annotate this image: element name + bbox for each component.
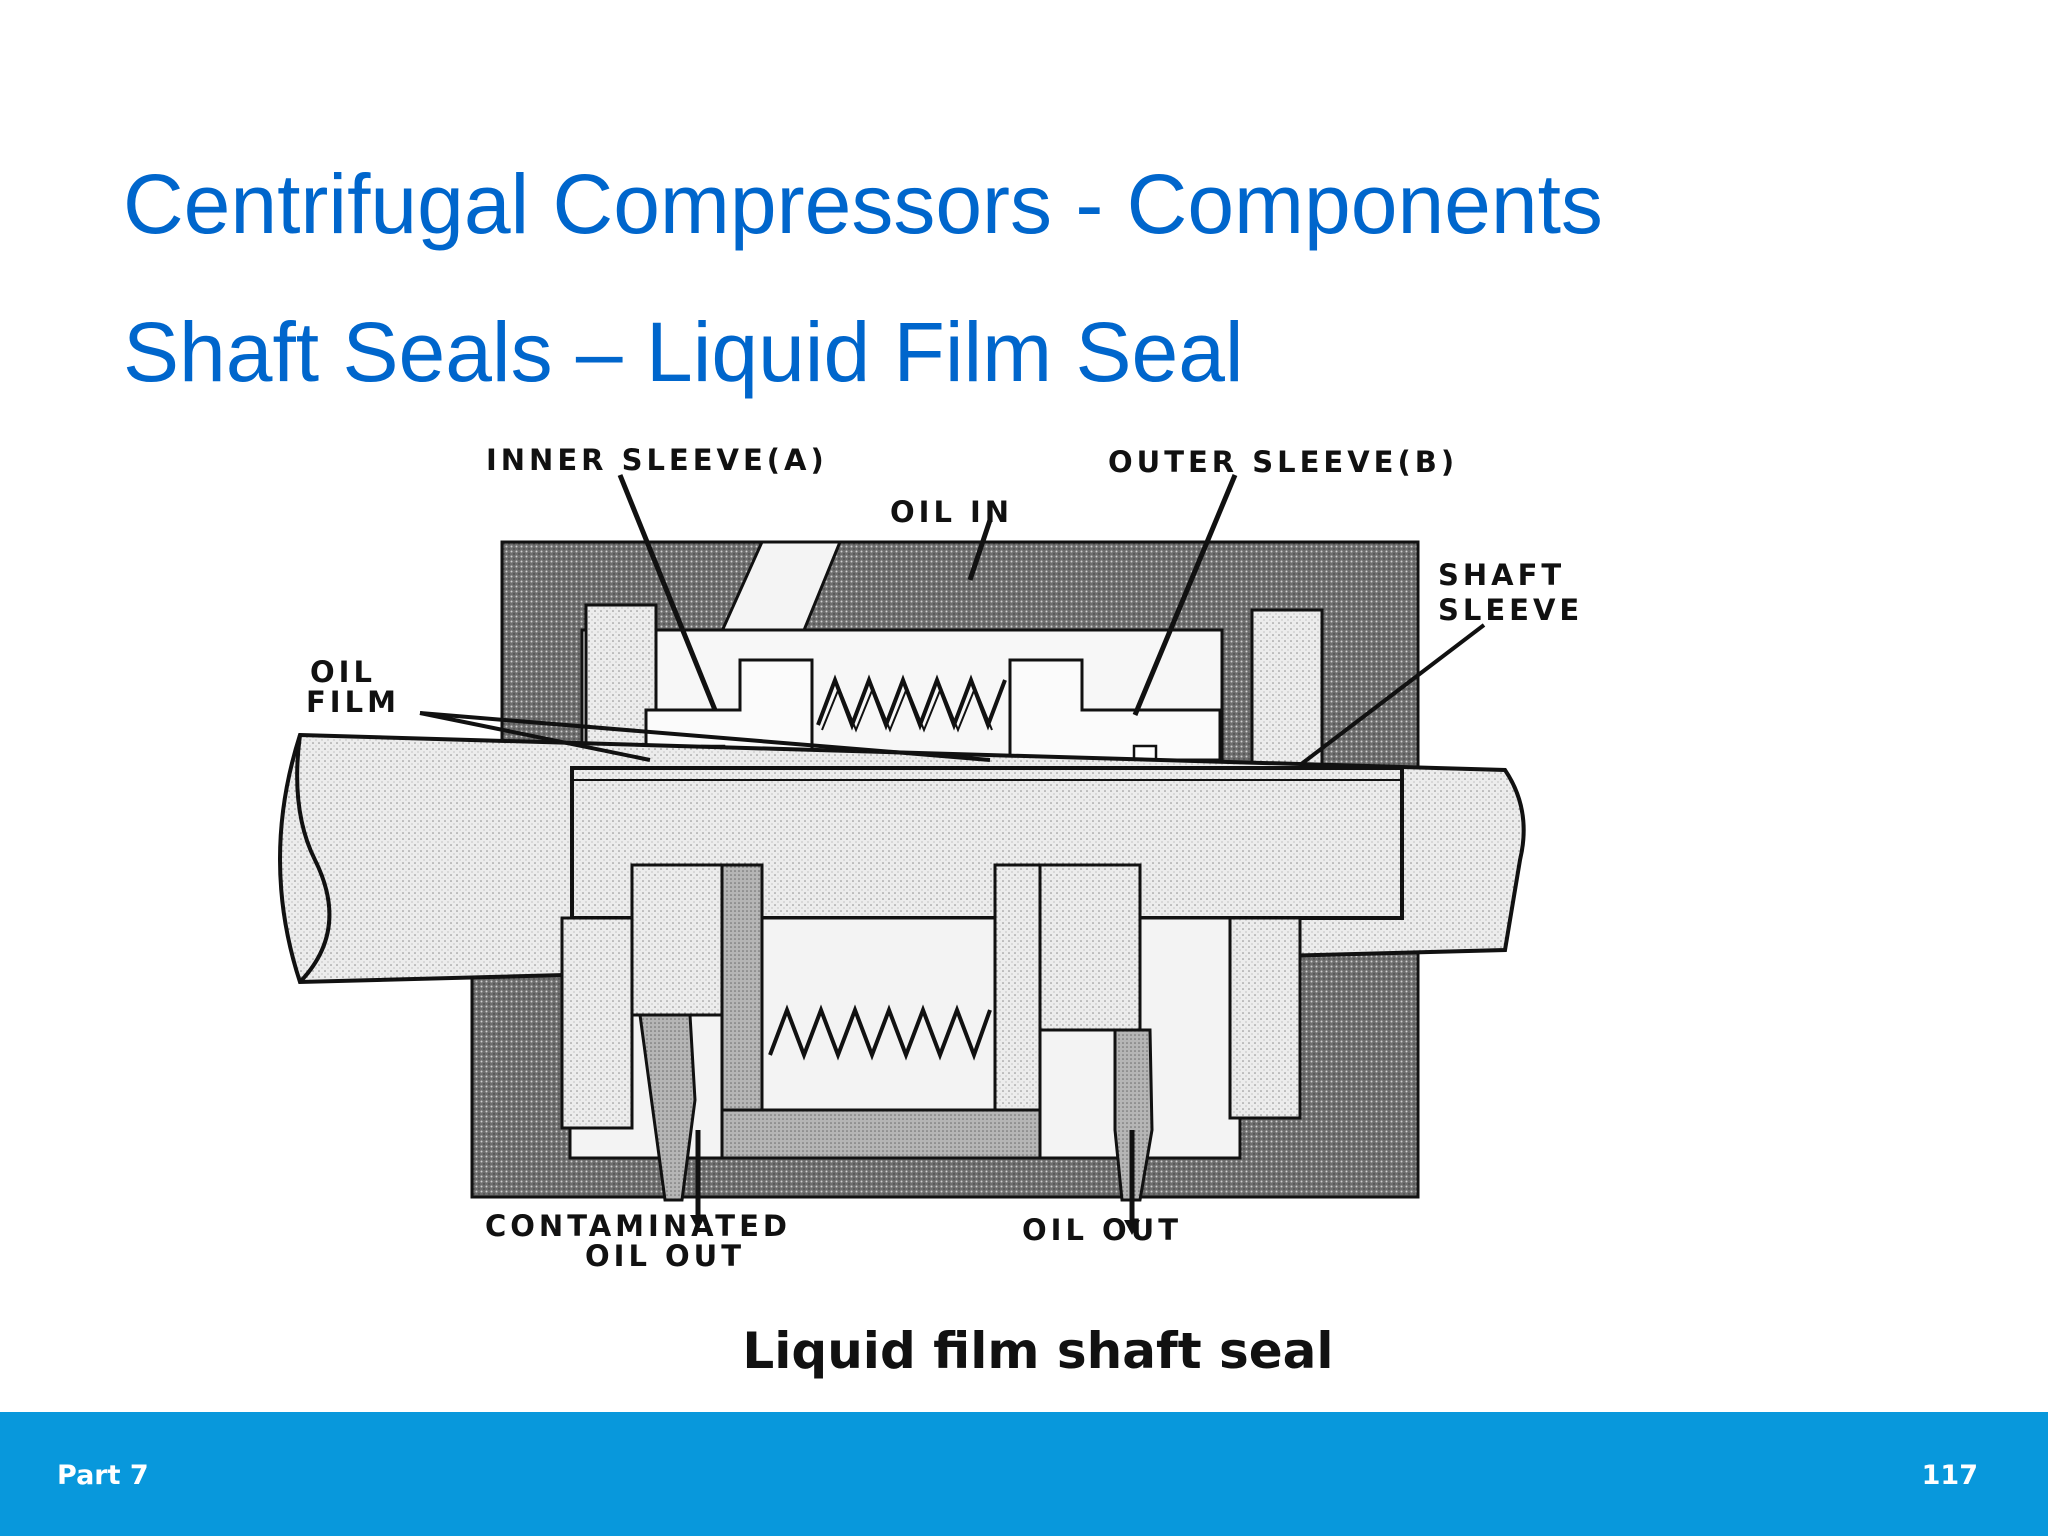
- outer-sleeve-lower: [993, 863, 1042, 1147]
- shaft-sleeve: [570, 766, 1404, 920]
- label-oil-in: OIL IN: [890, 495, 1013, 529]
- oil-drain: [1113, 1028, 1154, 1202]
- footer-section-label: Part 7: [57, 1460, 149, 1491]
- slide-subtitle: Shaft Seals – Liquid Film Seal: [123, 305, 1244, 399]
- contaminated-drain: [638, 1013, 697, 1202]
- outer-sleeve-lower-web: [1038, 863, 1142, 1032]
- inner-sleeve-lower-web: [720, 863, 764, 1112]
- slide-title: Centrifugal Compressors - Components: [123, 157, 1603, 251]
- page-number: 117: [1921, 1460, 1978, 1491]
- slide-footer: Part 7 117: [0, 1412, 2048, 1536]
- liquid-film-seal-diagram: INNER SLEEVE(A) OUTER SLEEVE(B) OIL IN S…: [278, 443, 1583, 1273]
- inner-sleeve-lower: [630, 863, 724, 1017]
- lower-spacer: [720, 1108, 1042, 1160]
- label-shaft-sleeve-2: SLEEVE: [1438, 593, 1583, 627]
- label-contaminated-1: CONTAMINATED: [485, 1209, 791, 1243]
- shaft-end-curve: [295, 734, 332, 984]
- spring-lower: [768, 1004, 992, 1061]
- label-oil-film-2: FILM: [306, 685, 400, 719]
- label-oil-film-1: OIL: [310, 655, 376, 689]
- label-shaft-sleeve-1: SHAFT: [1438, 558, 1565, 592]
- left-bushing-lower: [560, 916, 634, 1130]
- label-oil-out: OIL OUT: [1022, 1213, 1182, 1247]
- label-outer-sleeve: OUTER SLEEVE(B): [1108, 445, 1458, 479]
- diagram-caption: Liquid film shaft seal: [742, 1322, 1334, 1380]
- spring-upper: [816, 674, 1007, 731]
- right-bushing-lower: [1228, 916, 1302, 1120]
- label-inner-sleeve: INNER SLEEVE(A): [486, 443, 828, 477]
- label-contaminated-2: OIL OUT: [585, 1239, 745, 1273]
